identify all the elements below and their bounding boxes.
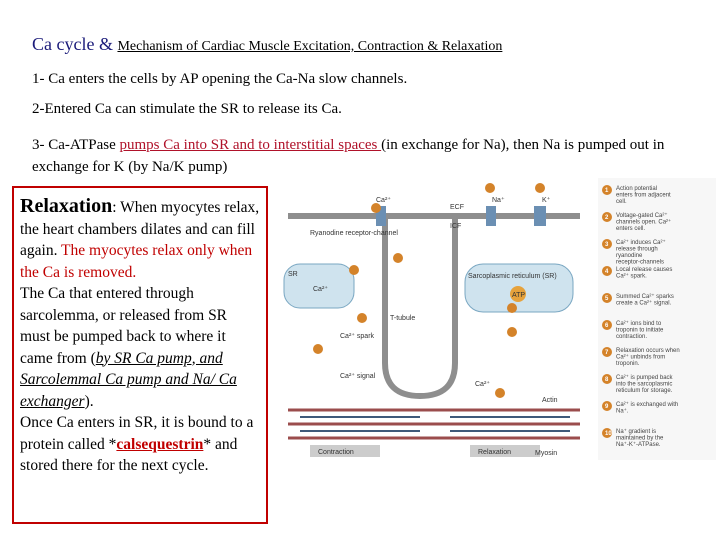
legend-marker-1 (602, 185, 612, 195)
para3-a: Once Ca enters in SR, it is bound to a p… (20, 414, 254, 453)
marker-2 (393, 253, 403, 263)
label-icf: ICF (450, 223, 461, 230)
point-2: 2-Entered Ca can stimulate the SR to rel… (32, 101, 342, 117)
point-3-a: 3- Ca-ATPase (32, 137, 120, 153)
point-3-highlight: pumps Ca into SR and to interstitial spa… (119, 137, 382, 153)
label-contraction: Contraction (318, 449, 354, 456)
myofilaments (288, 408, 580, 440)
na-ca-exchanger (486, 206, 496, 226)
label-ttubule: T-tubule (390, 315, 415, 322)
relaxation-tag (470, 445, 540, 457)
legend-number-3: 3 (605, 242, 609, 248)
label-signal: Ca²⁺ signal (340, 372, 376, 380)
legend-marker-9 (602, 401, 612, 411)
marker-4 (357, 313, 367, 323)
relaxation-intro: : When myocytes relax, the heart chamber… (20, 199, 260, 259)
marker-9 (485, 183, 495, 193)
para2-pumps: by SR Ca pump, and Sarcolemmal Ca pump a… (20, 349, 237, 410)
calsequestrin: calsequestrin (116, 435, 204, 453)
title-part1: Ca cycle & (32, 34, 118, 54)
legend-marker-5 (602, 293, 612, 303)
legend-marker-6 (602, 320, 612, 330)
title-part2: Mechanism of Cardiac Muscle Excitation, … (117, 39, 503, 54)
marker-3 (349, 265, 359, 275)
marker-10 (535, 183, 545, 193)
legend-marker-3 (602, 239, 612, 249)
legend-number-7: 7 (605, 350, 609, 356)
legend-step-2: Voltage-gated Ca²⁺channels open. Ca²⁺ent… (616, 212, 671, 232)
na-k-atpase (534, 206, 546, 226)
label-sarco: Sarcoplasmic reticulum (SR) (468, 273, 557, 280)
label-actin: Actin (542, 397, 558, 404)
para2-a: The Ca that entered through sarcolemma, … (20, 285, 228, 367)
label-sr: SR (288, 271, 298, 278)
label-na: Na⁺ (492, 196, 505, 204)
atp-pump (510, 286, 526, 302)
relaxation-heading: Relaxation (20, 195, 113, 217)
point-1: 1- Ca enters the cells by AP opening the… (32, 71, 408, 87)
label-spark: Ca²⁺ spark (340, 332, 375, 340)
marker-7 (495, 388, 505, 398)
label-ca-out: Ca²⁺ (475, 380, 490, 388)
sr-left (283, 263, 355, 309)
label-relaxation: Relaxation (478, 449, 511, 456)
label-atp: ATP (512, 292, 525, 299)
label-ca-in: Ca²⁺ (376, 196, 391, 204)
label-ca-sr: Ca²⁺ (313, 285, 328, 293)
ca-channel (376, 206, 386, 226)
label-ecf: ECF (450, 204, 464, 211)
label-ryanodine: Ryanodine receptor-channel (310, 230, 398, 237)
contraction-tag (310, 445, 380, 457)
label-myosin: Myosin (535, 450, 557, 457)
marker-6 (507, 327, 517, 337)
marker-5 (313, 344, 323, 354)
legend-number-2: 2 (605, 215, 609, 221)
relaxation-red-text: The myocytes relax only when the Ca is r… (20, 242, 253, 281)
t-tubule (382, 218, 458, 400)
step-markers (313, 183, 545, 398)
page-title: Ca cycle & Mechanism of Cardiac Muscle E… (32, 34, 502, 55)
legend-marker-8 (602, 374, 612, 384)
para3-c: * and stored there for the next cycle. (20, 435, 238, 475)
cardiac-ec-coupling-figure: Contraction Relaxation Myosin Actin ECF … (280, 178, 716, 460)
label-k: K⁺ (542, 196, 551, 204)
relaxation-box: Relaxation: When myocytes relax, the hea… (12, 186, 268, 524)
legend-marker-2 (602, 212, 612, 222)
marker-8 (507, 303, 517, 313)
legend-number-9: 9 (605, 404, 609, 410)
point-3: 3- Ca-ATPase pumps Ca into SR and to int… (32, 134, 692, 178)
legend-marker-7 (602, 347, 612, 357)
point-3-c: (in exchange for Na), then Na is pumped … (32, 137, 665, 175)
legend-number-4: 4 (605, 269, 609, 275)
legend-number-8: 8 (605, 377, 609, 383)
legend-number-6: 6 (605, 323, 609, 329)
legend-number-10: 10 (605, 431, 612, 437)
legend-number-5: 5 (605, 296, 609, 302)
para2-c: ). (84, 392, 94, 410)
legend-marker-4 (602, 266, 612, 276)
step-legend (598, 178, 716, 460)
marker-1 (371, 203, 381, 213)
legend-marker-10 (602, 428, 612, 438)
legend-number-1: 1 (605, 188, 609, 194)
